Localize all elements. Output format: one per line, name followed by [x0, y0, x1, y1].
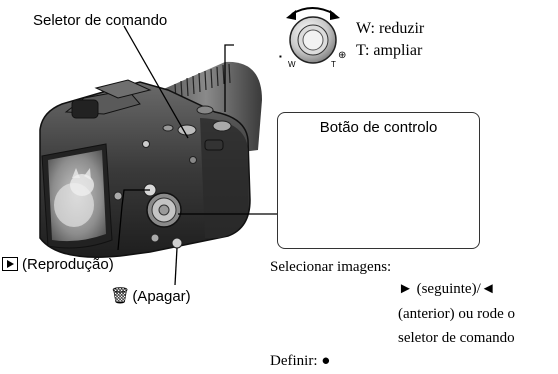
set-dot-icon: ●	[321, 353, 331, 369]
select-images-line1: ► (seguinte)/◄	[398, 281, 496, 297]
select-images-line2: (anterior) ou rode o	[398, 306, 516, 322]
zoom-in-icon: ⊕	[338, 50, 347, 61]
set-text: Definir:	[270, 353, 318, 369]
set-label: Definir: ●	[270, 353, 330, 370]
playback-leader	[117, 205, 123, 251]
zoom-out-icon: ▪	[279, 52, 282, 61]
zoom-leader	[224, 44, 234, 112]
delete-leader	[174, 247, 178, 286]
viewfinder	[71, 99, 99, 119]
delete-label: 🗑(Apagar)	[110, 286, 191, 306]
lcd-screen	[41, 143, 113, 249]
playback-label: (Reprodução)	[2, 256, 114, 273]
command-dial-label: Seletor de comando	[33, 12, 168, 29]
delete-button	[171, 237, 183, 249]
zoom-t-letter: T	[331, 60, 336, 69]
select-images-label: Selecionar imagens:	[270, 259, 392, 275]
command-dial-leader	[123, 25, 189, 139]
delete-text: (Apagar)	[132, 288, 191, 305]
zoom-lever-diagram	[286, 7, 340, 64]
select-images-line3: seletor de comando	[398, 330, 515, 346]
zoom-w-letter: W	[288, 60, 296, 69]
zoom-w-label: W: reduzir	[356, 20, 425, 37]
playback-text: (Reprodução)	[22, 256, 114, 273]
control-button-callout: Botão de controlo	[277, 112, 480, 249]
rear-control-wheel	[146, 192, 182, 228]
playback-icon	[2, 257, 18, 271]
trash-icon: 🗑	[110, 288, 131, 305]
zoom-t-label: T: ampliar	[356, 42, 423, 59]
control-button-title: Botão de controlo	[319, 119, 438, 136]
